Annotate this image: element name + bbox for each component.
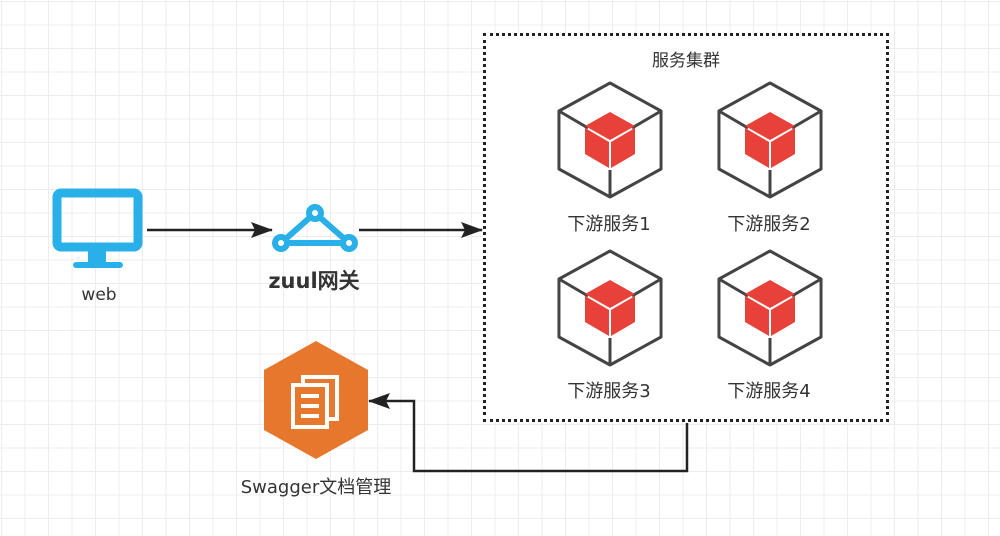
cube-icon[interactable] [557,249,663,367]
service-label-1: 下游服务1 [567,214,651,235]
web-label: web [81,285,117,305]
gateway-triangle-icon[interactable] [272,204,358,252]
edge-cluster-to-swagger[interactable] [368,393,689,473]
service-cluster-box[interactable] [483,33,889,422]
cube-icon[interactable] [717,249,823,367]
gateway-label: zuul网关 [268,269,360,293]
service-label-2: 下游服务2 [727,214,811,235]
swagger-label: Swagger文档管理 [240,477,392,498]
service-label-4: 下游服务4 [727,381,811,402]
cube-icon[interactable] [557,81,663,199]
service-label-3: 下游服务3 [567,381,651,402]
document-stack-icon[interactable] [264,341,368,459]
cluster-title: 服务集群 [652,51,720,71]
cube-icon[interactable] [717,81,823,199]
monitor-icon[interactable] [52,188,143,268]
